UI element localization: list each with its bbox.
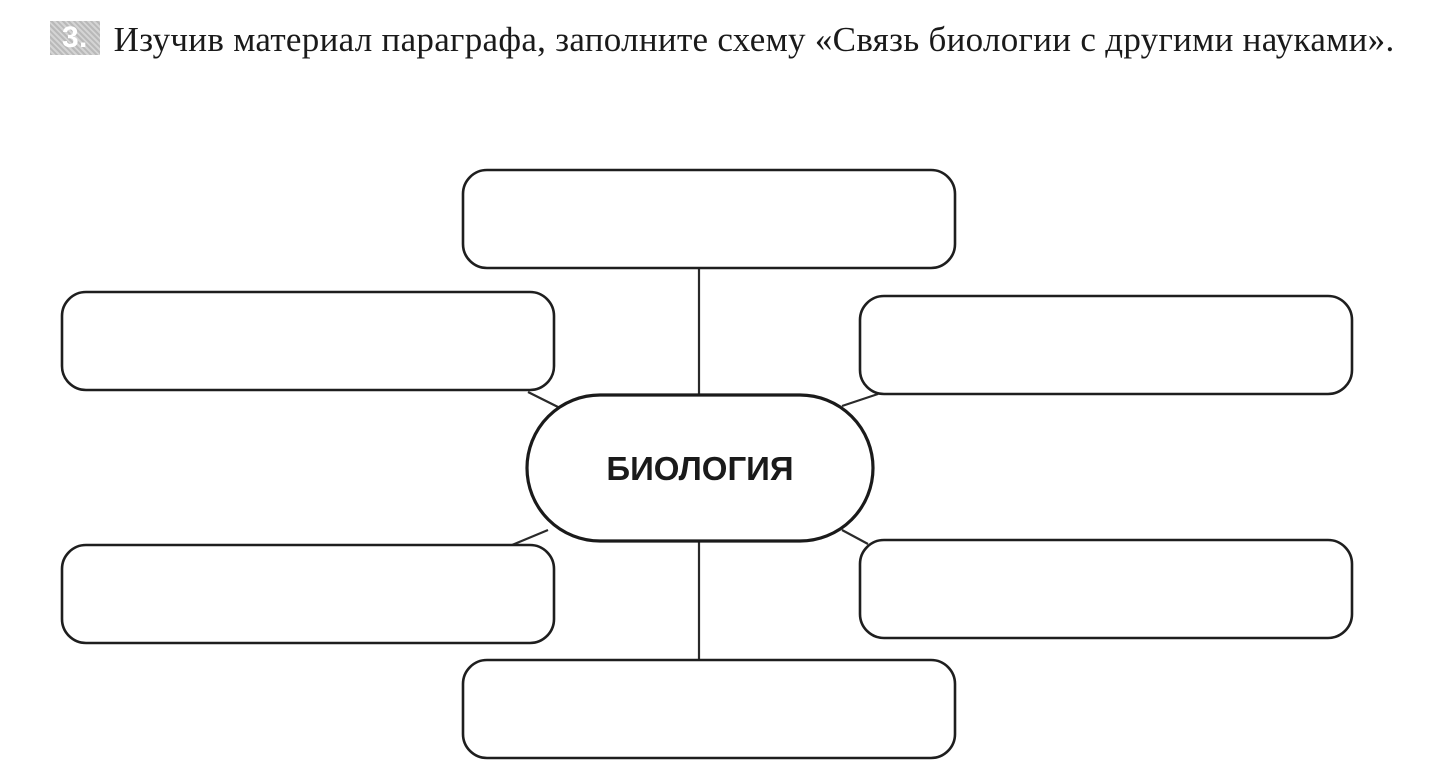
connector-lower-right — [841, 529, 869, 545]
task-text: Изучив материал параграфа, заполните схе… — [113, 20, 1395, 59]
connector-upper-left — [527, 391, 561, 409]
answer-box-upper-left[interactable] — [60, 290, 556, 392]
center-node-label: БИОЛОГИЯ — [606, 450, 793, 487]
answer-box-lower-right[interactable] — [858, 538, 1354, 640]
connector-upper-right — [841, 392, 879, 408]
answer-box-upper-right[interactable] — [858, 294, 1354, 396]
center-node-biology: БИОЛОГИЯ — [525, 393, 875, 543]
connector-lower-left — [511, 528, 549, 547]
task-statement: 3. Изучив материал параграфа, заполните с… — [50, 14, 1410, 66]
task-number-badge: 3. — [50, 21, 100, 55]
answer-box-bottom[interactable] — [461, 658, 957, 760]
answer-box-lower-left[interactable] — [60, 543, 556, 645]
answer-box-top[interactable] — [461, 168, 957, 270]
